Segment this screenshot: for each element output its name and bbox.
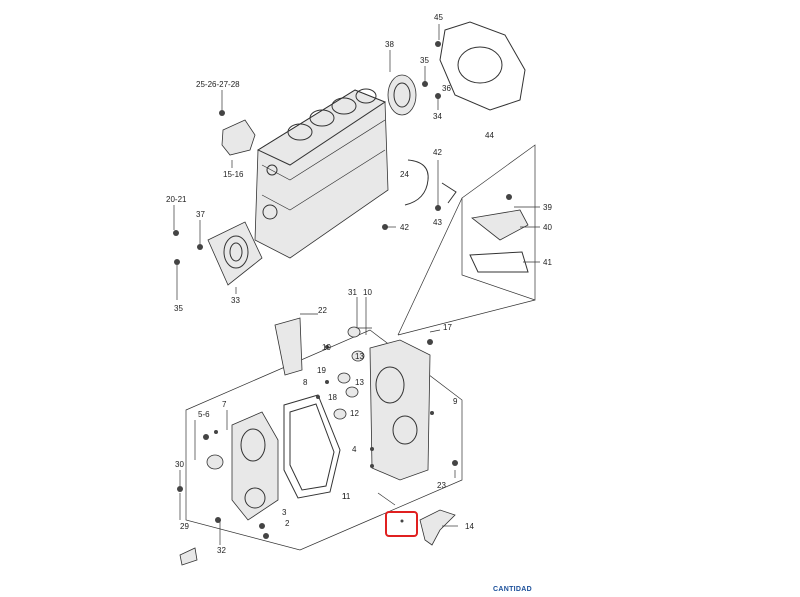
part-label-2: 2 <box>285 519 290 528</box>
part-label-38: 38 <box>385 40 394 49</box>
part-label-31: 31 <box>348 288 357 297</box>
detail-callout-box <box>397 144 536 336</box>
part-label-14: 14 <box>465 522 474 531</box>
part-label-40: 40 <box>543 223 552 232</box>
part-label-7: 7 <box>222 400 227 409</box>
part-label-4: 4 <box>352 445 357 454</box>
part-label-18: 18 <box>328 393 337 402</box>
part-label-9: 9 <box>453 397 458 406</box>
quantity-label: CANTIDAD <box>493 586 532 593</box>
part-label-35: 35 <box>174 304 183 313</box>
part-label-34: 34 <box>433 112 442 121</box>
part-label-19: 19 <box>322 343 331 352</box>
flywheel-housing <box>439 21 526 111</box>
part-label-3: 3 <box>282 508 287 517</box>
oil-pipe <box>404 159 457 206</box>
engine-block <box>254 88 389 259</box>
part-label-25-26-27-28: 25-26-27-28 <box>196 80 240 89</box>
part-label-29: 29 <box>180 522 189 531</box>
engine-mount-bracket <box>221 119 256 156</box>
part-label-15-16: 15-16 <box>223 170 244 179</box>
part-label-41: 41 <box>543 258 552 267</box>
part-label-11: 11 <box>342 492 351 501</box>
part-label-44: 44 <box>485 131 494 140</box>
rear-seal-plate <box>387 74 417 116</box>
part-label-24: 24 <box>400 170 409 179</box>
part-label-23: 23 <box>437 481 446 490</box>
part-label-35: 35 <box>420 56 429 65</box>
fasteners <box>173 41 512 539</box>
part-label-45: 45 <box>434 13 443 22</box>
part-label-13: 13 <box>355 352 364 361</box>
part-label-42: 42 <box>433 148 442 157</box>
part-label-30: 30 <box>175 460 184 469</box>
part-label-19: 19 <box>317 366 326 375</box>
part-label-37: 37 <box>196 210 205 219</box>
part-label-39: 39 <box>543 203 552 212</box>
part-label-32: 32 <box>217 546 226 555</box>
leader-lines <box>173 24 540 545</box>
part-label-10: 10 <box>363 288 372 297</box>
part-label-12: 12 <box>350 409 359 418</box>
part-label-33: 33 <box>231 296 240 305</box>
part-label-1: 1 <box>342 492 347 501</box>
part-label-5-6: 5-6 <box>198 410 210 419</box>
part-label-20-21: 20-21 <box>166 195 187 204</box>
highlight-box <box>385 511 418 537</box>
part-label-36: 36 <box>442 84 451 93</box>
part-label-17: 17 <box>443 323 452 332</box>
part-label-8: 8 <box>303 378 308 387</box>
part-label-13: 13 <box>355 378 364 387</box>
front-seal-plate <box>207 221 263 286</box>
front-case-assembly <box>179 317 463 566</box>
part-label-42: 42 <box>400 223 409 232</box>
part-label-22: 22 <box>318 306 327 315</box>
part-label-43: 43 <box>433 218 442 227</box>
